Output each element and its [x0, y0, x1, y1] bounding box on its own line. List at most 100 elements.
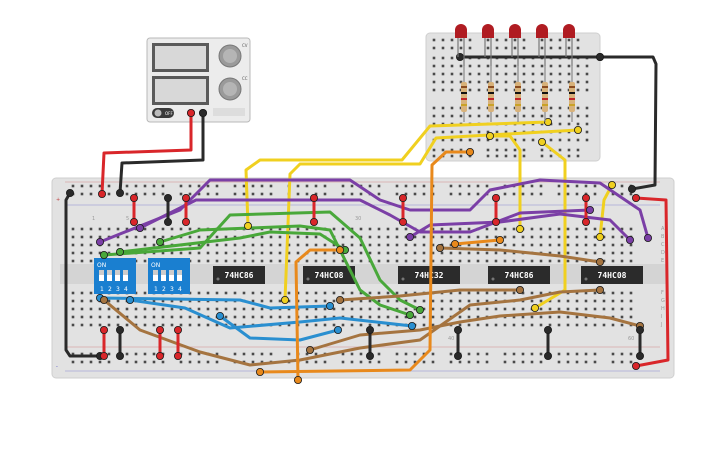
wire-endpoint[interactable]	[309, 217, 318, 226]
wire-endpoint[interactable]	[491, 193, 500, 202]
wire-endpoint[interactable]	[116, 247, 125, 256]
wire-endpoint[interactable]	[255, 367, 264, 376]
wire-endpoint[interactable]	[325, 301, 334, 310]
wire-psu-positive[interactable]	[100, 111, 193, 196]
wire-endpoint[interactable]	[398, 193, 407, 202]
wire-endpoint[interactable]	[116, 325, 125, 334]
wire-endpoint[interactable]	[365, 351, 374, 360]
wire-endpoint[interactable]	[465, 147, 474, 156]
wire-endpoint[interactable]	[335, 295, 344, 304]
dip-switch-2[interactable]: ON 1 2 3 4	[148, 258, 190, 294]
wire-brown-4[interactable]	[438, 246, 602, 264]
wire-endpoint[interactable]	[531, 303, 540, 312]
wire-endpoint[interactable]	[100, 351, 109, 360]
wire-endpoint[interactable]	[129, 217, 138, 226]
chip-3[interactable]: 74HC32	[398, 266, 460, 284]
wire-endpoint[interactable]	[181, 217, 190, 226]
wire-endpoint[interactable]	[544, 351, 553, 360]
wire-endpoint[interactable]	[495, 235, 504, 244]
wire-endpoint[interactable]	[398, 217, 407, 226]
dip-switch-1[interactable]: ON 1 2 3 4	[94, 258, 136, 294]
wire-endpoint[interactable]	[632, 193, 641, 202]
wire-endpoint[interactable]	[453, 351, 462, 360]
wire-endpoint[interactable]	[516, 285, 525, 294]
wire-endpoint[interactable]	[435, 243, 444, 252]
wire-endpoint[interactable]	[155, 325, 164, 334]
wire-endpoint[interactable]	[305, 345, 314, 354]
wire-endpoint[interactable]	[405, 232, 414, 241]
wire-endpoint[interactable]	[574, 126, 583, 135]
wire-blue-2[interactable]	[128, 298, 414, 330]
wire-endpoint[interactable]	[293, 375, 302, 384]
wire-endpoint[interactable]	[186, 109, 195, 118]
led-1[interactable]	[455, 24, 467, 38]
wire-endpoint[interactable]	[116, 351, 125, 360]
wire-endpoint[interactable]	[596, 232, 605, 241]
led-4[interactable]	[536, 24, 548, 38]
wire-endpoint[interactable]	[333, 325, 342, 334]
wire-blue-1[interactable]	[98, 296, 332, 310]
wire-endpoint[interactable]	[116, 188, 125, 197]
wire-endpoint[interactable]	[335, 245, 344, 254]
wire-endpoint[interactable]	[538, 137, 547, 146]
wire-endpoint[interactable]	[98, 189, 107, 198]
chip-4[interactable]: 74HC86	[488, 266, 550, 284]
wire-orange-2[interactable]	[258, 150, 472, 374]
wire-endpoint[interactable]	[181, 193, 190, 202]
wire-orange-1[interactable]	[294, 248, 342, 382]
wire-green-2[interactable]	[158, 224, 412, 317]
chip-1[interactable]: 74HC86	[213, 266, 265, 284]
wire-endpoint[interactable]	[582, 217, 591, 226]
wire-endpoint[interactable]	[173, 351, 182, 360]
wire-endpoint[interactable]	[100, 250, 109, 259]
wire-endpoint[interactable]	[309, 193, 318, 202]
wire-rail-right-red[interactable]	[634, 196, 670, 368]
wire-endpoint[interactable]	[126, 295, 135, 304]
wire-endpoint[interactable]	[644, 233, 653, 242]
wire-endpoint[interactable]	[636, 351, 645, 360]
wire-endpoint[interactable]	[596, 53, 605, 62]
wire-yellow-4[interactable]	[533, 140, 567, 310]
wire-psu-negative[interactable]	[118, 111, 205, 195]
wire-yellow-2[interactable]	[283, 128, 580, 302]
wire-endpoint[interactable]	[582, 193, 591, 202]
wire-endpoint[interactable]	[100, 325, 109, 334]
wire-endpoint[interactable]	[96, 237, 105, 246]
wire-endpoint[interactable]	[215, 311, 224, 320]
wire-endpoint[interactable]	[485, 131, 494, 140]
wire-endpoint[interactable]	[586, 205, 595, 214]
wire-endpoint[interactable]	[155, 351, 164, 360]
wire-endpoint[interactable]	[632, 361, 641, 370]
wire-endpoint[interactable]	[516, 224, 525, 233]
wire-endpoint[interactable]	[100, 295, 109, 304]
wire-endpoint[interactable]	[173, 325, 182, 334]
wire-endpoint[interactable]	[66, 188, 75, 197]
wire-endpoint[interactable]	[155, 237, 164, 246]
wire-rail-right-black[interactable]	[598, 55, 658, 191]
wire-brown-1[interactable]	[102, 288, 602, 367]
wire-endpoint[interactable]	[544, 325, 553, 334]
wire-endpoint[interactable]	[450, 239, 459, 248]
wire-endpoint[interactable]	[135, 223, 144, 232]
wire-endpoint[interactable]	[415, 305, 424, 314]
wire-endpoint[interactable]	[628, 184, 637, 193]
wire-purple-3[interactable]	[408, 212, 632, 242]
wire-endpoint[interactable]	[626, 235, 635, 244]
chip-2[interactable]: 74HC08	[303, 266, 355, 284]
wire-blue-3[interactable]	[218, 314, 340, 342]
wire-endpoint[interactable]	[163, 217, 172, 226]
wire-endpoint[interactable]	[405, 310, 414, 319]
wire-yellow-3[interactable]	[488, 134, 522, 231]
wire-endpoint[interactable]	[163, 193, 172, 202]
wire-green-3[interactable]	[118, 230, 347, 254]
wire-endpoint[interactable]	[596, 257, 605, 266]
wire-endpoint[interactable]	[636, 325, 645, 334]
wire-endpoint[interactable]	[198, 109, 207, 118]
wire-purple-1[interactable]	[98, 178, 650, 244]
wire-rail-left-black[interactable]	[64, 191, 102, 358]
led-2[interactable]	[482, 24, 494, 38]
wire-endpoint[interactable]	[280, 295, 289, 304]
wire-endpoint[interactable]	[243, 221, 252, 230]
led-3[interactable]	[509, 24, 521, 38]
chip-5[interactable]: 74HC08	[581, 266, 643, 284]
